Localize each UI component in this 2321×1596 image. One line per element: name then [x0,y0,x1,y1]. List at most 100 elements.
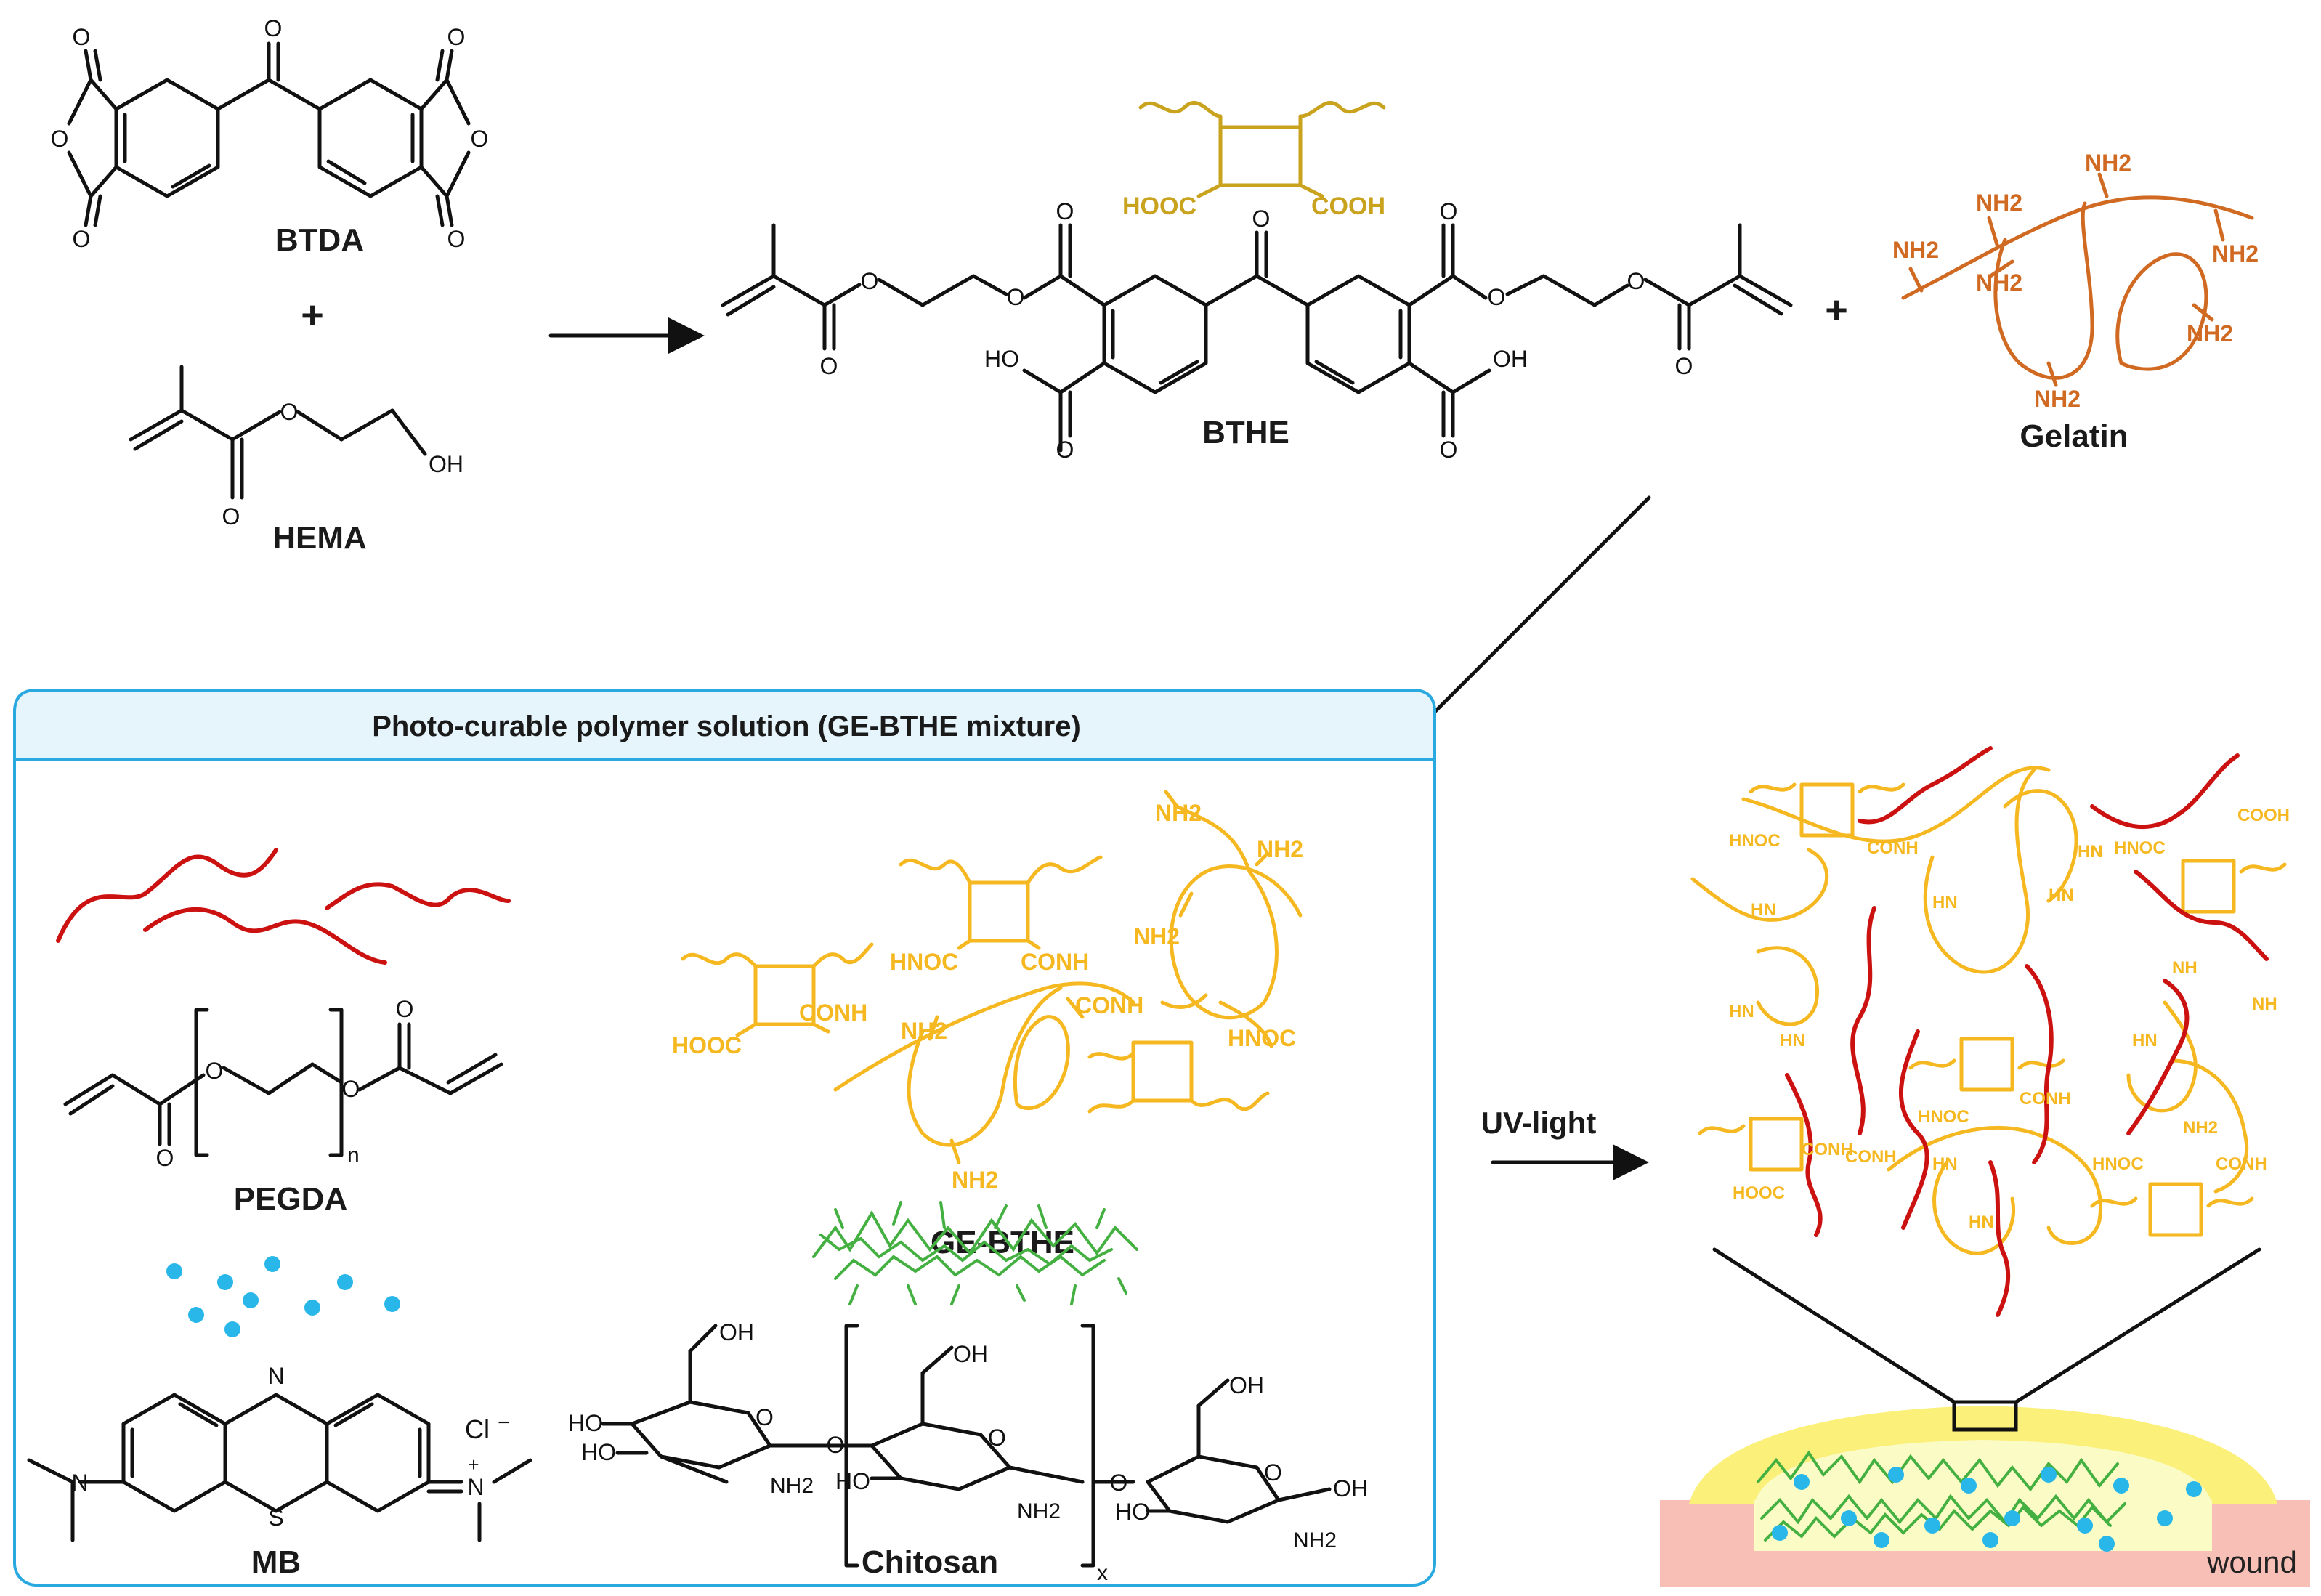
gelatin-structure: NH2 NH2 NH2 NH2 NH2 NH2 NH2 [1892,150,2259,412]
ge-bthe-structure: HOOC CONH HNOC CONH CONH NH2 NH2 NH2 NH2… [672,790,1303,1193]
oxygen-label: O [1007,284,1025,310]
carboxyl-label: HOOC [672,1032,742,1058]
chitosan-structure: OH HO HO O NH2 O OH O HO NH2 x O OH O HO… [568,1319,1368,1585]
oxygen-label: O [861,268,879,294]
hydroxyl-label: OH [1229,1372,1264,1398]
amide-label: CONH [799,1000,867,1026]
amine-label: NH2 [1155,800,1202,826]
sulfur-label: S [268,1504,283,1531]
hema-label: HEMA [272,520,367,556]
amine-label: HN [2078,842,2103,862]
amine-label: NH2 [1293,1528,1337,1552]
amide-label: HNOC [1918,1107,1969,1127]
amide-label: CONH [1075,992,1143,1018]
charge-label: + [468,1454,479,1475]
uv-light-label: UV-light [1481,1106,1597,1140]
oxygen-label: O [1252,206,1271,232]
mb-label: MB [251,1544,301,1580]
plus-sign: + [301,293,324,337]
amide-label: CONH [1867,838,1919,858]
amine-label: NH2 [1133,923,1180,949]
zoom-line-left [1712,1247,1956,1404]
plus-sign: + [1825,288,1848,332]
amine-label: NH [2252,995,2277,1014]
oxygen-label: O [396,996,414,1022]
amine-label: HN [1932,893,1958,912]
hydroxyl-label: OH [1493,346,1528,372]
oxygen-label: O [342,1076,360,1102]
pegda-label: PEGDA [234,1181,347,1217]
nitrogen-label: N [71,1470,88,1496]
hydroxyl-label: OH [719,1319,754,1345]
nitrogen-label: N [467,1474,484,1500]
oxygen-label: O [1440,198,1458,224]
carboxyl-label: COOH [2237,806,2290,825]
chloride-label: Cl [465,1414,490,1444]
btda-structure: O O O O O O O [51,15,489,252]
amine-label: NH2 [2187,320,2233,347]
oxygen-label: O [988,1425,1006,1451]
pegda-chains-icon [56,848,511,965]
wound-label: wound [2206,1545,2297,1579]
amine-label: NH2 [2034,386,2081,412]
oxygen-label: O [222,503,240,530]
zoom-line-right [2014,1247,2261,1404]
photo-curable-panel [13,689,1436,1587]
amine-label: NH2 [1257,836,1303,862]
amide-label: CONH [1021,949,1089,975]
amide-label: HNOC [2092,1154,2144,1174]
amine-label: HN [2049,886,2074,905]
amide-label: CONH [1802,1140,1853,1159]
mb-dots-icon [1772,1467,2202,1552]
oxygen-label: O [1264,1459,1282,1486]
amide-label: HNOC [2114,838,2166,858]
oxygen-label: O [73,24,91,50]
nitrogen-label: N [267,1363,284,1389]
bthe-fragment-icon: HOOC COOH [1122,100,1386,220]
amine-label: NH2 [2212,240,2259,267]
ge-bthe-label: GE-BTHE [931,1225,1074,1260]
oxygen-label: O [756,1404,774,1430]
hydroxyl-label: OH [953,1341,988,1367]
hema-structure: O O OH [129,365,463,530]
chitosan-fibers-icon [812,1201,1138,1305]
crosslinked-network: HNOC CONH HN HN HN HNOC COOH HN HN HN NH… [1690,746,2290,1317]
amide-label: CONH [1845,1147,1897,1167]
amine-label: HN [1729,1002,1754,1021]
oxygen-label: O [1056,437,1074,463]
chitosan-fibers-icon [1757,1450,2126,1542]
amide-label: HNOC [890,949,958,975]
carboxyl-label: COOH [1311,193,1385,220]
repeat-subscript: x [1097,1561,1108,1585]
oxygen-label: O [447,226,466,252]
amine-label: NH2 [2085,150,2131,176]
oxygen-label: O [156,1145,174,1171]
pegda-structure: O O O O n [63,996,503,1171]
oxygen-label: O [827,1432,845,1458]
hydroxyl-label: HO [984,346,1019,372]
amine-label: NH2 [1976,190,2022,216]
hydroxyl-label: HO [568,1410,603,1436]
oxygen-label: O [447,24,466,50]
btda-label: BTDA [275,222,364,258]
zoom-box-icon [1952,1400,2018,1432]
amine-label: NH2 [770,1474,814,1498]
hydroxyl-label: OH [429,451,463,477]
oxygen-label: O [280,399,299,425]
carboxyl-label: HOOC [1733,1183,1785,1203]
hydroxyl-label: OH [1333,1475,1368,1502]
oxygen-label: O [1110,1470,1128,1496]
amide-label: CONH [2020,1089,2071,1109]
oxygen-label: O [1440,437,1458,463]
mb-dots-icon [166,1256,400,1337]
amine-label: NH2 [1976,270,2022,296]
bthe-structure: O O O O O O O O O HO O OH O [721,198,1793,463]
oxygen-label: O [471,126,489,152]
amine-label: NH2 [2183,1118,2218,1138]
hydroxyl-label: HO [835,1468,870,1494]
gelatin-label: Gelatin [2020,418,2128,454]
amine-label: NH2 [1017,1499,1061,1523]
amine-label: NH2 [952,1167,998,1193]
oxygen-label: O [73,226,91,252]
